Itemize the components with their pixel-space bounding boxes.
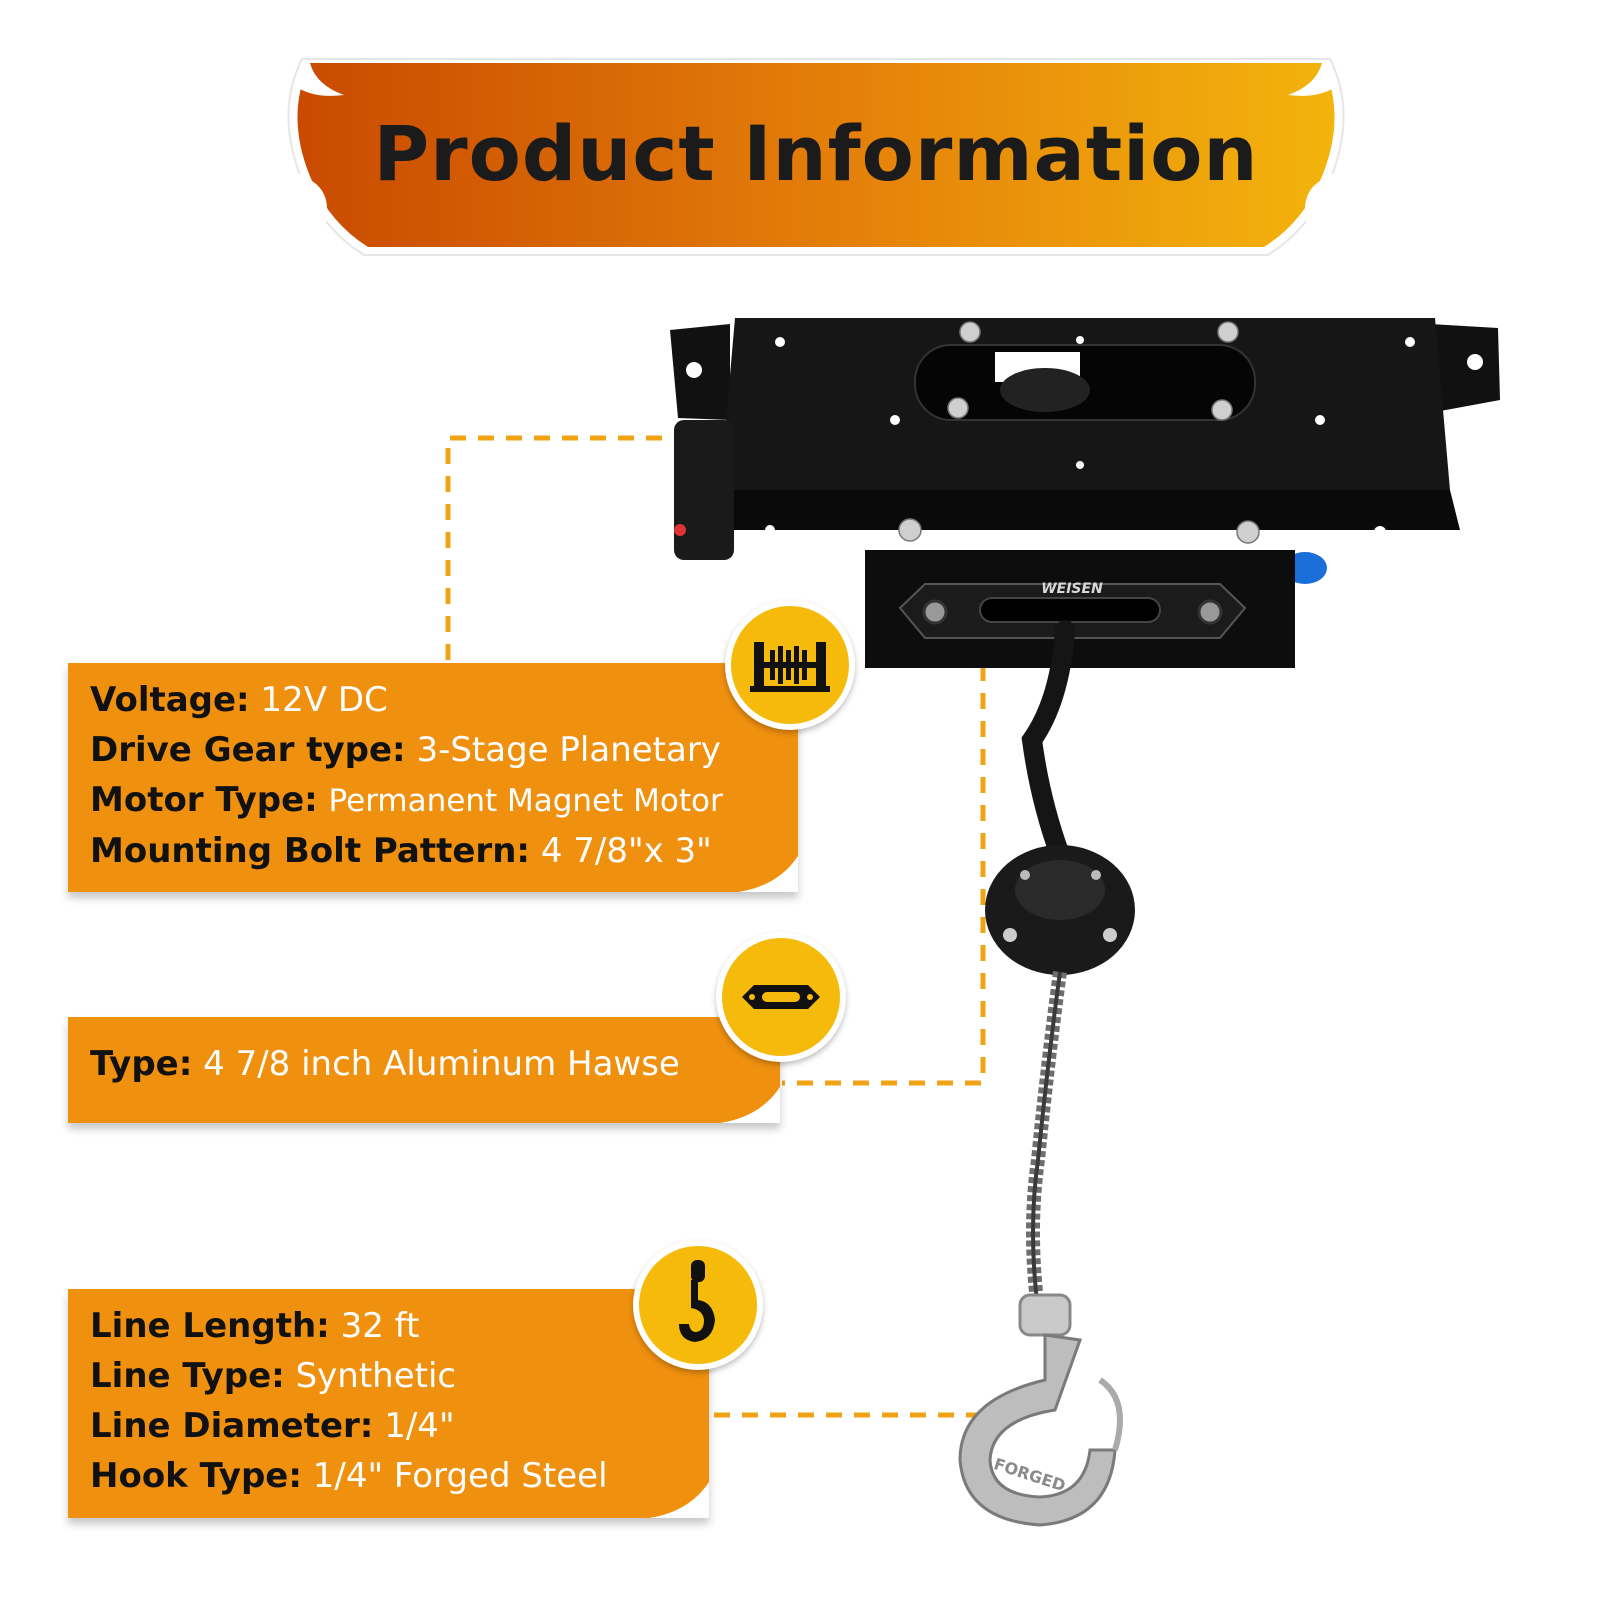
title-banner: Product Information xyxy=(268,55,1364,270)
spec-line-type: Line Type: Synthetic xyxy=(90,1356,457,1396)
spec-line-length: Line Length: 32 ft xyxy=(90,1306,420,1346)
rope-stopper xyxy=(985,845,1135,975)
spec-hook-type: Hook Type: 1/4" Forged Steel xyxy=(90,1456,608,1496)
page-curl xyxy=(738,856,798,892)
winch-product-image: WEISEN FORGED xyxy=(670,318,1500,1527)
spec-motor-type: Motor Type: Permanent Magnet Motor xyxy=(90,780,723,820)
page-title: Product Information xyxy=(373,109,1259,198)
spec-line-diameter: Line Diameter: 1/4" xyxy=(90,1406,455,1446)
synthetic-rope xyxy=(1026,971,1067,1311)
spec-voltage: Voltage: 12V DC xyxy=(90,680,388,720)
right-flange xyxy=(1430,324,1500,412)
brand-logo: WEISEN xyxy=(1041,581,1103,597)
spec-box-motor: Voltage: 12V DC Drive Gear type: 3-Stage… xyxy=(68,663,798,892)
page-curl xyxy=(720,1087,780,1123)
hawse-fairlead-icon xyxy=(716,932,846,1062)
spec-bolt-pattern: Mounting Bolt Pattern: 4 7/8"x 3" xyxy=(90,831,712,871)
spec-hawse-type: Type: 4 7/8 inch Aluminum Hawse xyxy=(90,1044,680,1084)
banner-ribbon-shape xyxy=(287,58,1345,256)
page-curl xyxy=(649,1482,709,1518)
spec-drive-gear: Drive Gear type: 3-Stage Planetary xyxy=(90,730,721,770)
hook-icon xyxy=(633,1240,763,1370)
rope-sheath xyxy=(1021,620,1075,865)
forged-hook: FORGED xyxy=(958,1293,1123,1527)
spec-box-hawse: Type: 4 7/8 inch Aluminum Hawse xyxy=(68,1017,780,1123)
spec-box-line: Line Length: 32 ft Line Type: Synthetic … xyxy=(68,1289,709,1518)
winch-icon xyxy=(725,600,855,730)
